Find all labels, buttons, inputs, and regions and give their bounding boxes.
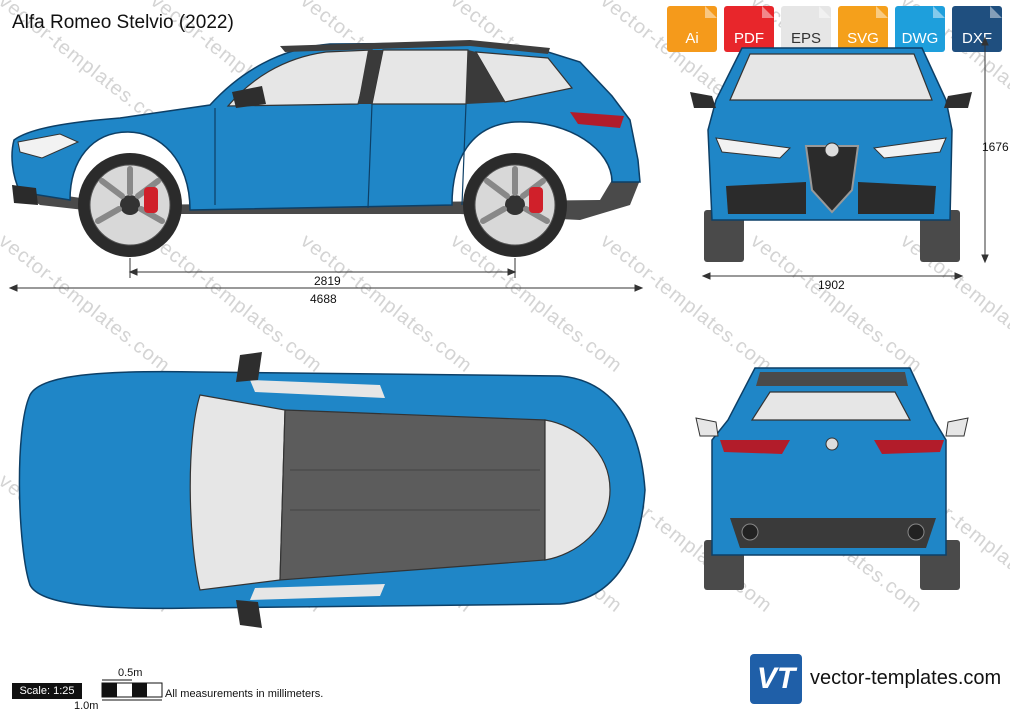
measurement-note: All measurements in millimeters. <box>165 688 324 700</box>
width-label: 1902 <box>818 278 845 292</box>
side-dimensions <box>8 36 989 292</box>
top-view <box>18 352 646 628</box>
scale-label: Scale: 1:25 <box>12 683 82 699</box>
format-badge-ai[interactable]: Ai <box>667 6 717 52</box>
format-label-eps: EPS <box>790 30 821 47</box>
page-title: Alfa Romeo Stelvio (2022) <box>12 12 234 33</box>
height-label: 1676 <box>982 140 1009 154</box>
scale-bar <box>101 679 163 701</box>
format-label-ai: Ai <box>685 30 699 47</box>
format-badge-svg[interactable]: SVG <box>838 6 888 52</box>
site-link[interactable]: vector-templates.com <box>810 667 1002 689</box>
length-label: 4688 <box>310 292 337 306</box>
format-label-dwg: DWG <box>901 30 939 47</box>
rear-view <box>695 367 969 590</box>
format-label-pdf: PDF <box>734 30 764 47</box>
logo-text: VT <box>756 662 796 695</box>
format-badge-dwg[interactable]: DWG <box>895 6 945 52</box>
wheelbase-label: 2819 <box>314 274 341 288</box>
format-badge-eps[interactable]: EPS <box>781 6 831 52</box>
format-badge-pdf[interactable]: PDF <box>724 6 774 52</box>
scale-one-meter-label: 1.0m <box>74 700 99 712</box>
side-view <box>11 40 641 257</box>
scale-half-meter-label: 0.5m <box>118 667 143 679</box>
front-view <box>690 47 972 262</box>
format-label-svg: SVG <box>847 30 879 47</box>
vector-templates-logo[interactable]: VT <box>750 654 802 704</box>
